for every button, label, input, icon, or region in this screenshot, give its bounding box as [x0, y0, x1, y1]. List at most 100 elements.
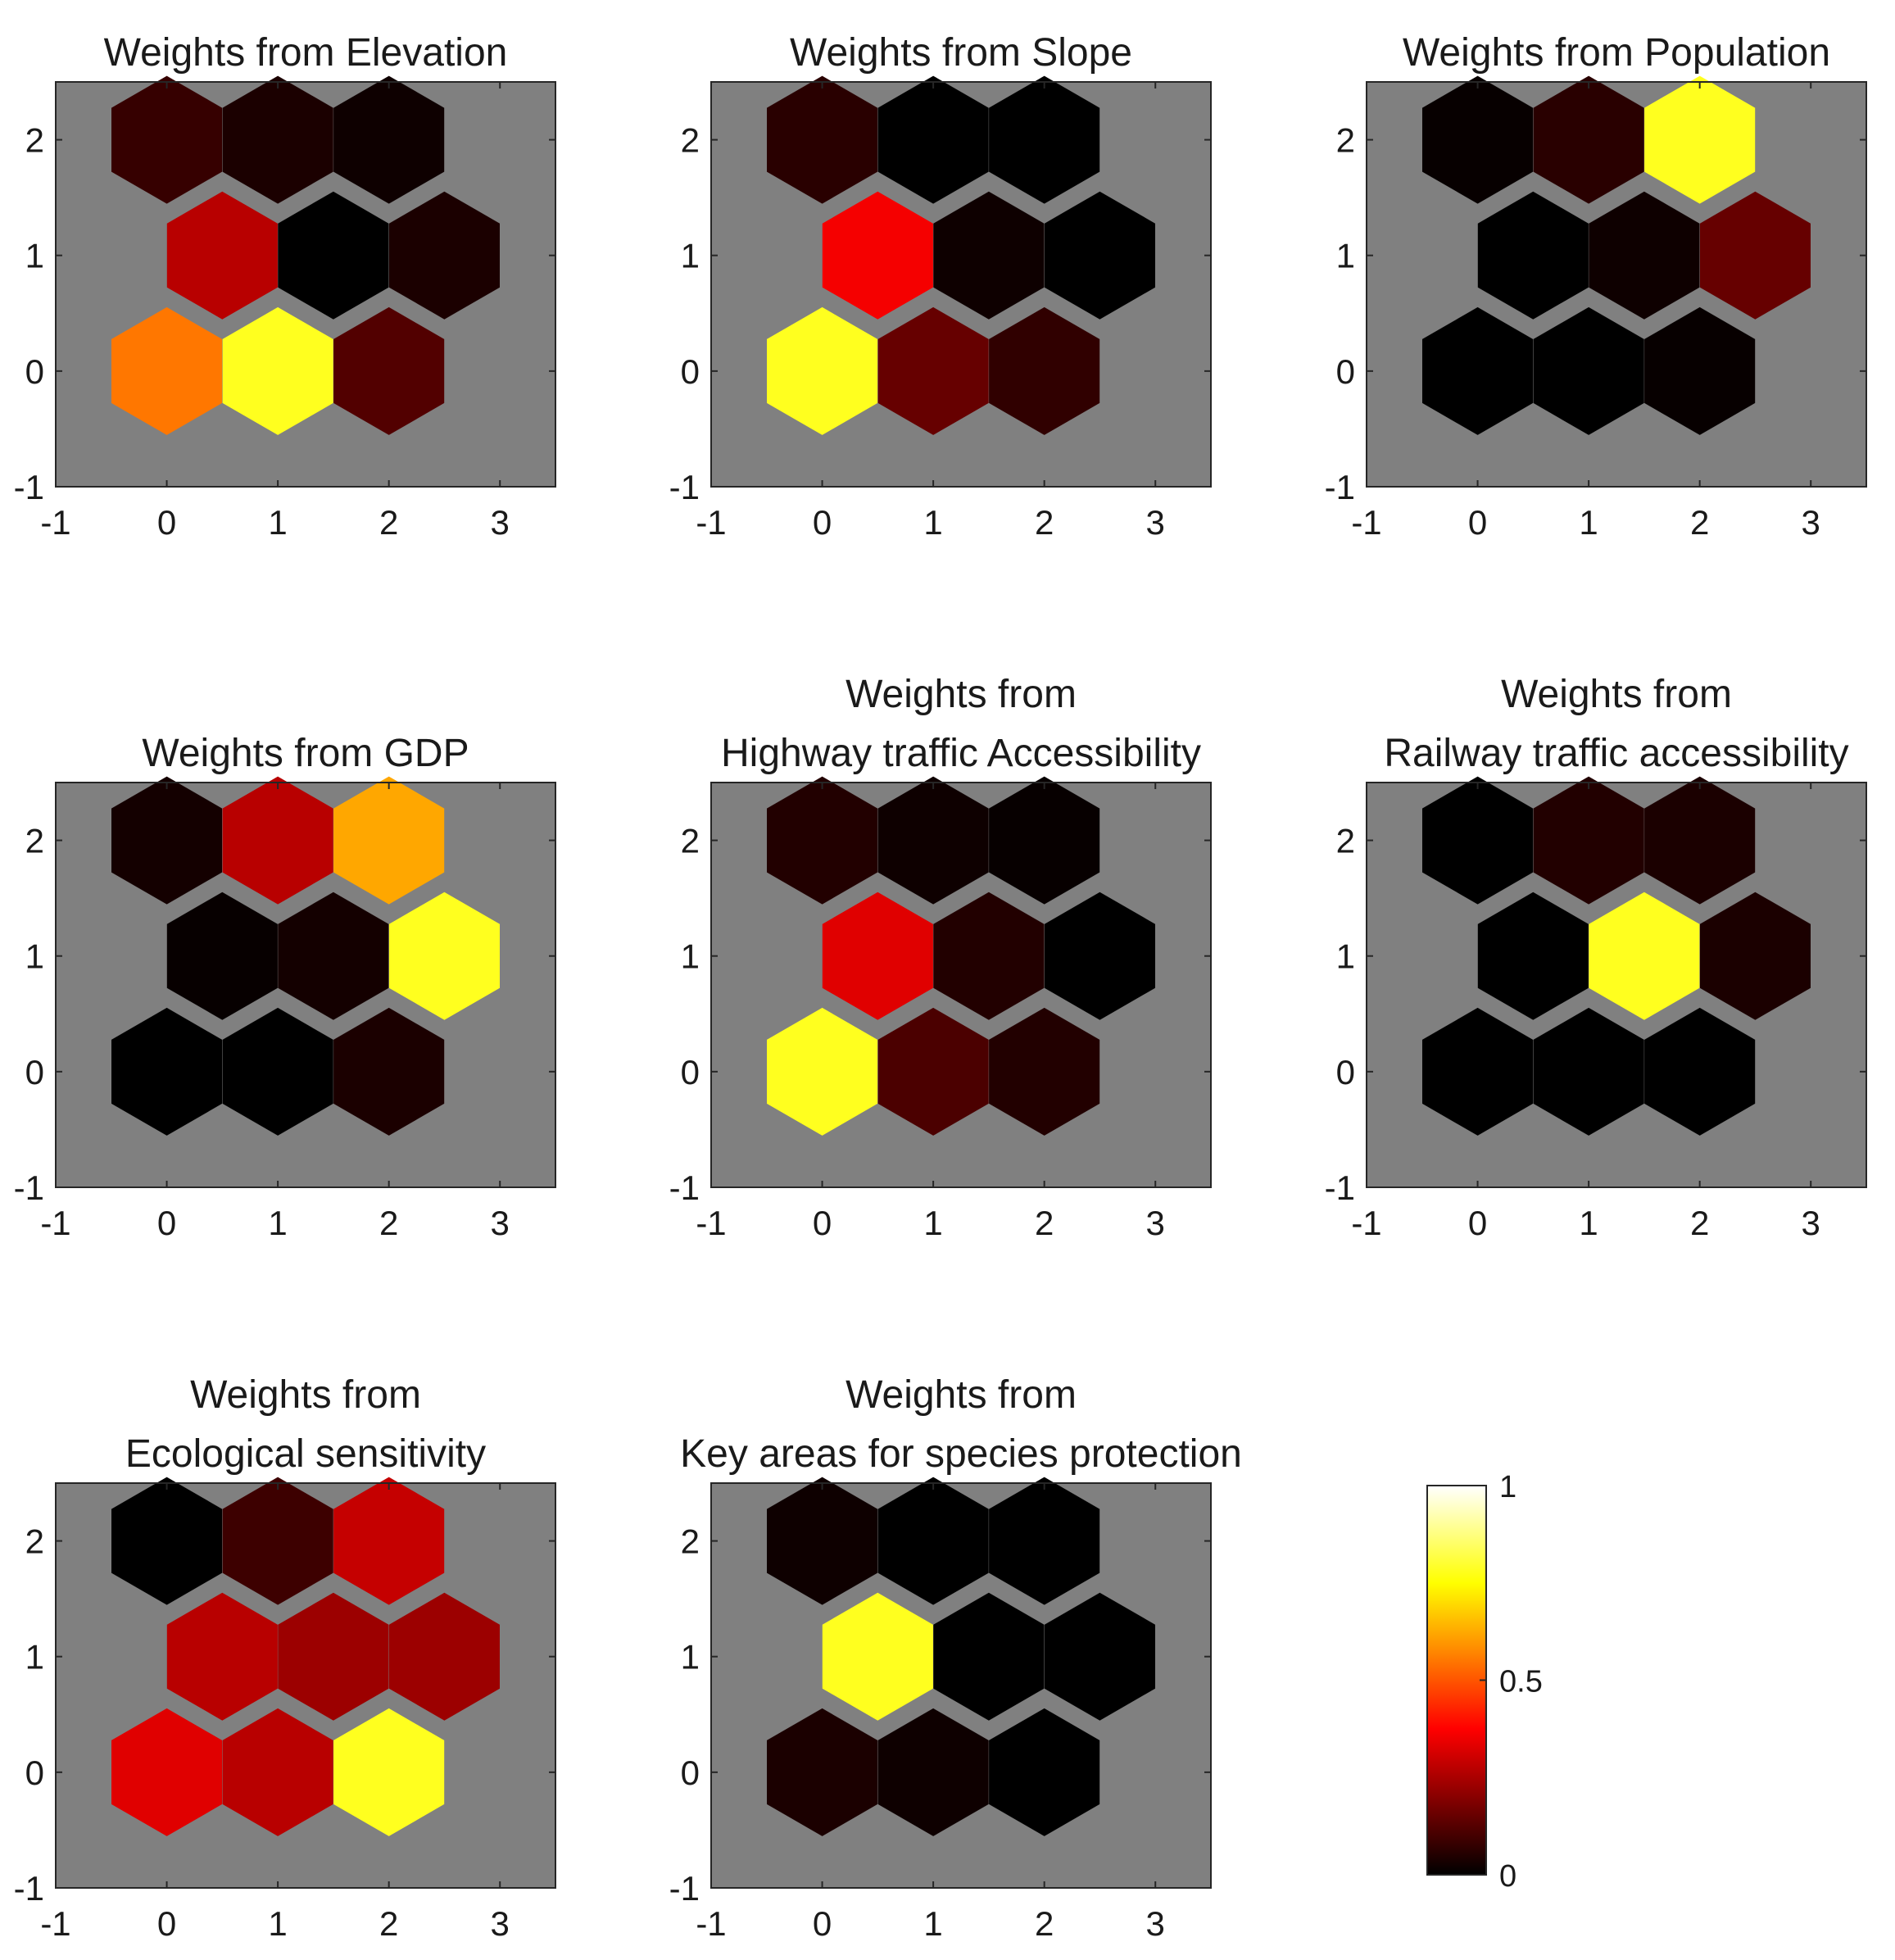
hex-cell — [278, 1592, 389, 1721]
x-tick-label: 1 — [268, 1204, 287, 1242]
hex-cell — [222, 1007, 333, 1136]
colorbar-tick-label: 1 — [1499, 1470, 1516, 1504]
hex-cell — [1699, 191, 1811, 320]
hex-cell — [333, 306, 445, 435]
hex-cell — [933, 892, 1045, 1020]
chart-title: Weights from GDP — [142, 732, 469, 775]
x-tick-label: 2 — [379, 1904, 398, 1943]
colorbar-gradient — [1426, 1485, 1487, 1876]
hex-cell — [1422, 1007, 1534, 1136]
hex-cell — [1477, 892, 1589, 1020]
hex-cell — [1533, 75, 1644, 204]
x-tick-label: -1 — [1351, 1204, 1381, 1242]
y-tick-label: 2 — [25, 121, 44, 160]
hex-cell — [933, 1592, 1045, 1721]
hex-cell — [1644, 306, 1756, 435]
axes-frame — [55, 1482, 556, 1889]
hex-cell — [278, 892, 389, 1020]
x-tick-label: 0 — [813, 1904, 832, 1943]
y-tick-label: 1 — [681, 1638, 700, 1676]
x-tick-label: 3 — [1146, 1204, 1165, 1242]
axes-frame — [55, 81, 556, 488]
hex-cell — [1644, 1007, 1756, 1136]
hex-cell — [1422, 75, 1534, 204]
hex-cell — [388, 892, 500, 1020]
hex-cell — [767, 1477, 878, 1605]
y-tick-label: -1 — [14, 1869, 44, 1908]
chart-title: Weights from — [845, 673, 1077, 716]
hex-cell — [166, 191, 278, 320]
x-tick-label: 2 — [1035, 1904, 1054, 1943]
chart-title: Weights from — [845, 1373, 1077, 1417]
hex-cell — [111, 1708, 223, 1836]
hex-cell — [333, 75, 445, 204]
hex-cell — [822, 191, 933, 320]
chart-title: Key areas for species protection — [680, 1432, 1242, 1476]
x-tick-label: 2 — [379, 1204, 398, 1242]
hex-cell — [877, 1477, 989, 1605]
axes-frame — [1366, 81, 1867, 488]
y-tick-label: 2 — [681, 121, 700, 160]
hex-cell — [767, 75, 878, 204]
y-tick-label: -1 — [1325, 1168, 1355, 1207]
x-tick-label: 1 — [268, 1904, 287, 1943]
hex-cell — [222, 1708, 333, 1836]
hex-cell — [111, 776, 223, 905]
x-tick-label: 3 — [1802, 1204, 1820, 1242]
hex-cell — [1589, 892, 1700, 1020]
x-tick-label: 2 — [379, 503, 398, 542]
hex-cell — [111, 75, 223, 204]
axes-frame — [710, 81, 1212, 488]
chart-title: Highway traffic Accessibility — [721, 732, 1201, 775]
x-tick-label: 1 — [1579, 503, 1598, 542]
x-tick-label: 0 — [157, 503, 176, 542]
y-tick-label: 2 — [1336, 121, 1355, 160]
y-tick-label: 1 — [1336, 237, 1355, 275]
hex-cell — [989, 75, 1100, 204]
x-tick-label: 0 — [813, 503, 832, 542]
hex-cell — [1533, 1007, 1644, 1136]
y-tick-label: 1 — [681, 237, 700, 275]
hex-cell — [333, 1708, 445, 1836]
y-tick-label: 0 — [25, 352, 44, 391]
y-tick-label: 0 — [1336, 352, 1355, 391]
x-tick-label: -1 — [696, 503, 726, 542]
hex-cell — [877, 776, 989, 905]
y-tick-label: -1 — [669, 468, 700, 506]
hex-cell — [822, 892, 933, 1020]
x-tick-label: 3 — [1146, 1904, 1165, 1943]
axes-frame — [1366, 782, 1867, 1188]
x-tick-label: -1 — [40, 1904, 70, 1943]
hex-cell — [222, 1477, 333, 1605]
y-tick-label: 2 — [25, 1522, 44, 1561]
x-tick-label: 0 — [157, 1904, 176, 1943]
chart-title: Weights from Slope — [790, 31, 1132, 75]
y-tick-label: 0 — [1336, 1053, 1355, 1091]
x-tick-label: 1 — [923, 1204, 942, 1242]
hex-cell — [989, 1708, 1100, 1836]
x-tick-label: 0 — [1468, 503, 1487, 542]
hex-cell — [1422, 776, 1534, 905]
hex-cell — [166, 892, 278, 1020]
hex-cell — [1644, 776, 1756, 905]
chart-title: Weights from — [1501, 673, 1732, 716]
x-tick-label: 1 — [923, 503, 942, 542]
y-tick-label: 1 — [681, 937, 700, 976]
y-tick-label: -1 — [14, 1168, 44, 1207]
x-tick-label: -1 — [40, 503, 70, 542]
x-tick-label: 3 — [1802, 503, 1820, 542]
x-tick-label: -1 — [1351, 503, 1381, 542]
x-tick-label: 3 — [491, 1204, 510, 1242]
y-tick-label: 0 — [25, 1754, 44, 1792]
y-tick-label: -1 — [669, 1168, 700, 1207]
hex-cell — [111, 1477, 223, 1605]
hex-cell — [222, 75, 333, 204]
hex-cell — [333, 1477, 445, 1605]
x-tick-label: 1 — [1579, 1204, 1598, 1242]
